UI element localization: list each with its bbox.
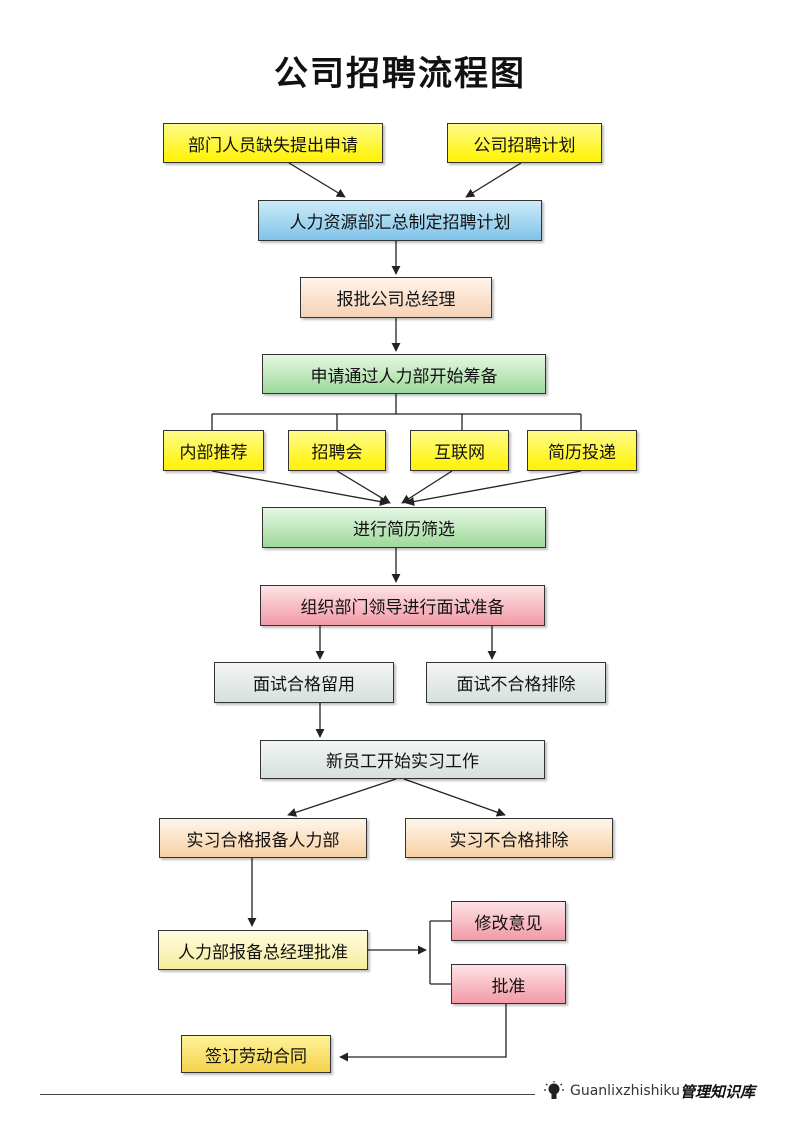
arrow-approve-to-contract <box>339 1004 507 1062</box>
footer-brand: 管理知识库 <box>680 1083 756 1101</box>
node-job-fair: 招聘会 <box>288 430 386 471</box>
arrow-request-to-hr <box>288 162 346 198</box>
node-revise: 修改意见 <box>451 901 566 941</box>
arrow-intern-to-fail <box>403 778 506 817</box>
node-report-gm: 报批公司总经理 <box>300 277 492 318</box>
node-internet: 互联网 <box>410 430 509 471</box>
arrow-fair-to-screen <box>336 470 391 504</box>
node-intern-pass: 实习合格报备人力部 <box>159 818 367 858</box>
node-approved-prepare: 申请通过人力部开始筹备 <box>262 354 546 394</box>
node-intern-fail: 实习不合格排除 <box>405 818 613 858</box>
arrow-internal-to-screen <box>211 470 389 507</box>
footer-site: Guanlixzhishiku <box>570 1083 680 1099</box>
node-dept-request: 部门人员缺失提出申请 <box>163 123 383 163</box>
node-internal: 内部推荐 <box>163 430 264 471</box>
node-internship-start: 新员工开始实习工作 <box>260 740 545 779</box>
arrow-intern-to-pass <box>287 778 397 817</box>
node-interview-pass: 面试合格留用 <box>214 662 394 703</box>
node-contract: 签订劳动合同 <box>181 1035 331 1073</box>
arrow-resume-to-screen <box>405 470 582 507</box>
footer-divider <box>40 1094 535 1095</box>
node-interview-prep: 组织部门领导进行面试准备 <box>260 585 545 626</box>
node-company-plan: 公司招聘计划 <box>447 123 602 163</box>
node-hr-report-gm: 人力部报备总经理批准 <box>158 930 368 970</box>
node-hr-summary: 人力资源部汇总制定招聘计划 <box>258 200 542 241</box>
node-interview-fail: 面试不合格排除 <box>426 662 606 703</box>
arrow-plan-to-hr <box>465 162 522 198</box>
node-screening: 进行简历筛选 <box>262 507 546 548</box>
lightbulb-icon <box>544 1081 564 1099</box>
arrow-internet-to-screen <box>401 470 453 504</box>
node-resume-delivery: 简历投递 <box>527 430 637 471</box>
node-approve: 批准 <box>451 964 566 1004</box>
page-title: 公司招聘流程图 <box>274 54 526 94</box>
